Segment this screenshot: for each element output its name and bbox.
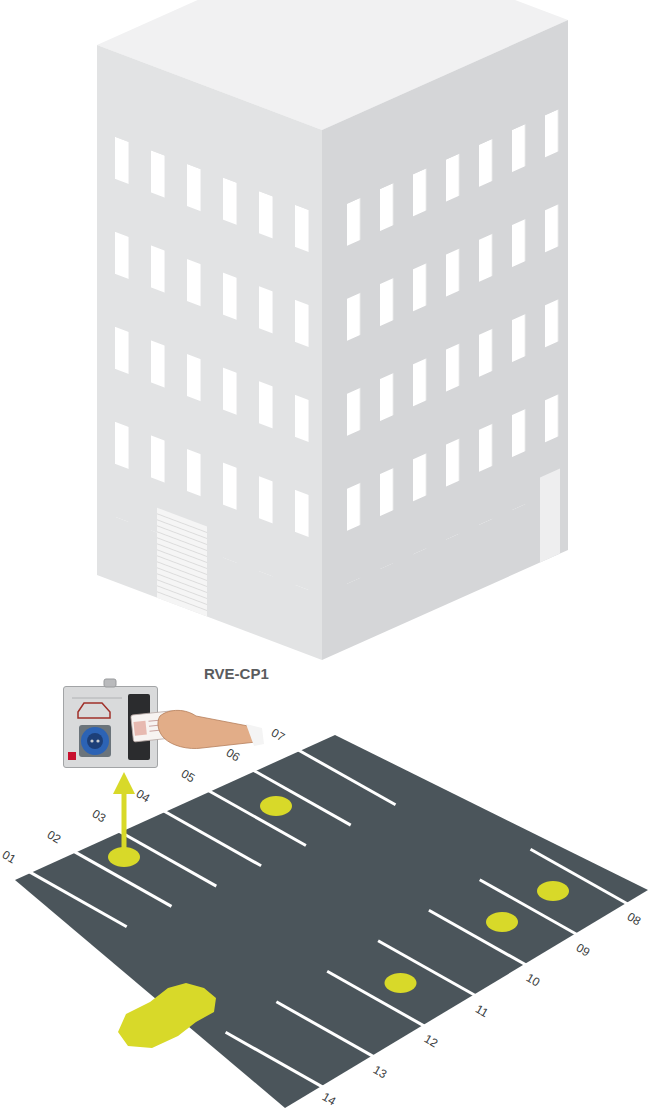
hand [158, 710, 256, 748]
spot-number: 09 [574, 940, 593, 959]
parking-line [480, 880, 586, 940]
socket-hole [87, 733, 103, 749]
arrow-shaft [122, 792, 127, 853]
spot-number: 14 [320, 1090, 339, 1109]
cable-gland [104, 679, 116, 687]
parking-line [378, 941, 484, 1001]
spot-number: 12 [422, 1032, 441, 1051]
card-body [131, 711, 176, 742]
spot-number: 13 [371, 1062, 390, 1081]
parking-line [327, 971, 433, 1031]
parking-line [65, 847, 171, 907]
card-line [148, 719, 169, 721]
spot-number: 05 [179, 766, 198, 785]
parking-line [276, 1002, 382, 1062]
shirt-cuff [246, 724, 264, 746]
brand-logo [68, 752, 76, 760]
car-silhouette [118, 983, 216, 1048]
spot-number: 11 [473, 1001, 491, 1019]
parking-lot [15, 735, 648, 1108]
card-line [149, 724, 170, 726]
socket [81, 727, 109, 755]
spot-number: 08 [625, 910, 644, 929]
parking-line [289, 745, 395, 805]
left-face-details [115, 137, 331, 664]
entrance-door [540, 469, 560, 563]
charging-spot-markers [108, 796, 569, 993]
spot-number: 07 [269, 725, 288, 744]
parking-lines [21, 745, 637, 1092]
charging-spot-marker [260, 796, 292, 816]
charging-spot-marker [537, 881, 569, 901]
front-label-strip [72, 698, 122, 699]
window-grid [115, 137, 331, 599]
spot-number: 10 [523, 971, 542, 990]
charging-spot-marker [385, 973, 417, 993]
card-photo [133, 721, 146, 736]
device-name: RVE-CP1 [204, 665, 269, 683]
socket-pin [96, 739, 99, 742]
rfid-card [131, 711, 176, 742]
spot-number: 02 [45, 827, 64, 846]
charging-spot-marker [486, 912, 518, 932]
spot-number: 04 [134, 786, 153, 805]
card-line [150, 730, 167, 732]
garage-door [157, 508, 207, 617]
parking-line [245, 765, 351, 825]
spot-number: 03 [89, 807, 108, 826]
socket-pin [90, 739, 93, 742]
parking-line [531, 849, 637, 909]
arrow-head [113, 772, 135, 794]
socket-plate [79, 725, 111, 757]
charger-unit: RVE-CP1 [63, 686, 158, 768]
ev-symbol [78, 703, 110, 718]
spot-number: 01 [0, 847, 18, 866]
parking-line [226, 1032, 332, 1092]
garage-door-slats [157, 514, 207, 611]
spot-number: 06 [224, 746, 243, 765]
parking-line [200, 786, 306, 846]
card-reader-panel [128, 694, 150, 760]
parking-line [155, 806, 261, 866]
parking-line [21, 867, 127, 927]
right-face-details [347, 101, 578, 649]
parking-line [429, 910, 535, 970]
window-grid [347, 101, 578, 584]
